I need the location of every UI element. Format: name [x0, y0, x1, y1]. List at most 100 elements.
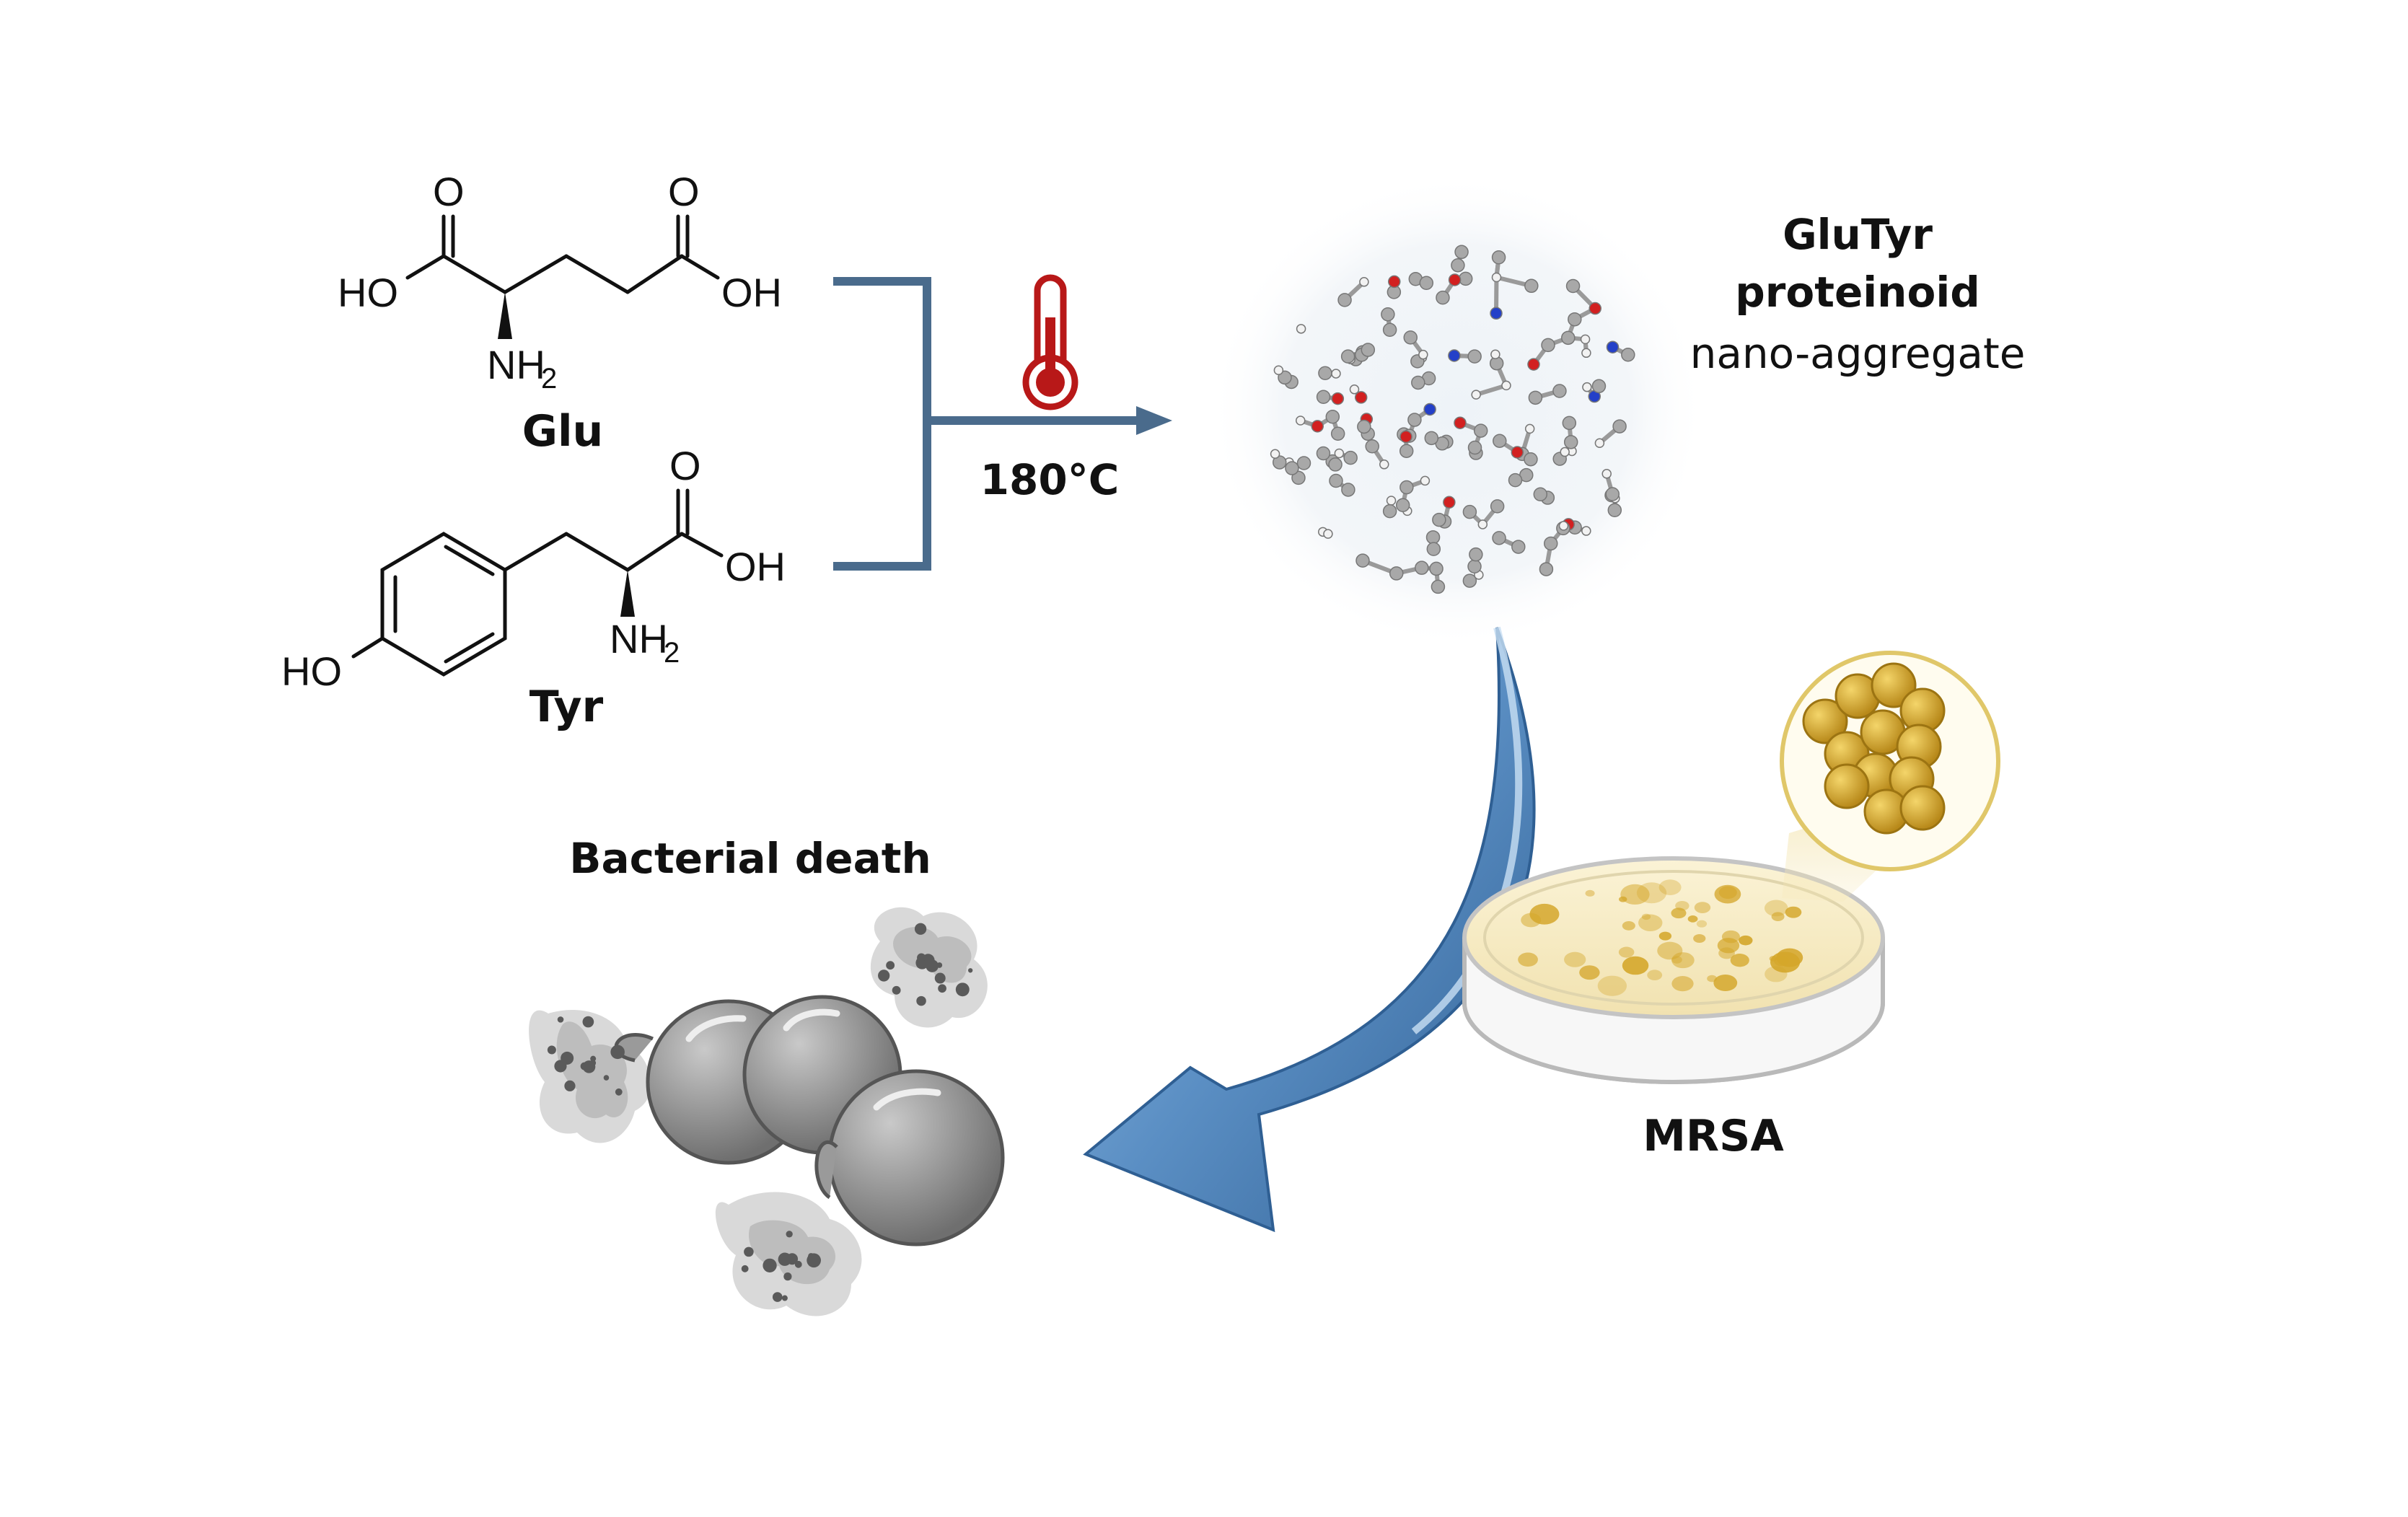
atom: [1473, 423, 1488, 438]
atom: [1415, 560, 1429, 575]
atom: [1389, 566, 1404, 581]
curved-arrow: [1083, 626, 1536, 1233]
debris-dot: [768, 1261, 773, 1267]
atom: [1601, 469, 1612, 479]
atom: [1561, 330, 1576, 346]
atom: [1340, 349, 1355, 364]
atom: [1467, 559, 1482, 573]
colony: [1620, 884, 1650, 905]
glu-ho: HO: [338, 270, 398, 315]
debris-dot: [589, 1060, 597, 1066]
colony: [1618, 946, 1635, 958]
aggregate-halo: [1208, 173, 1706, 649]
debris-dot: [772, 1292, 783, 1302]
debris-dot: [778, 1252, 791, 1266]
atom: [1395, 498, 1410, 513]
atom: [1524, 278, 1539, 294]
debris-dot: [936, 962, 943, 968]
debris-dot: [886, 961, 895, 970]
atom: [1399, 444, 1414, 458]
colony: [1564, 951, 1586, 967]
atom: [1541, 338, 1555, 353]
atom: [1382, 504, 1397, 519]
atom: [1325, 410, 1340, 424]
colony: [1771, 912, 1785, 921]
atom: [1291, 470, 1306, 485]
coccus: [1824, 763, 1870, 809]
colony: [1622, 956, 1649, 975]
atom: [1349, 384, 1360, 395]
atom: [1493, 434, 1507, 448]
colony: [1739, 935, 1753, 946]
atom: [1524, 423, 1535, 434]
atom: [1448, 273, 1462, 286]
tyr-o: O: [669, 443, 701, 488]
colony: [1696, 920, 1708, 928]
debris-dot: [566, 1057, 572, 1064]
debris-dot: [580, 1062, 589, 1070]
debris-dot: [916, 995, 926, 1006]
debris-dot: [564, 1080, 576, 1091]
atom: [1582, 382, 1592, 392]
atom: [1490, 349, 1500, 359]
debris-dot: [783, 1272, 792, 1281]
temperature-label: 180°C: [980, 455, 1120, 504]
glu-o-right: O: [668, 169, 700, 214]
colony: [1671, 976, 1694, 992]
debris-dot: [934, 972, 946, 984]
atom: [1420, 475, 1431, 486]
atom: [1359, 277, 1369, 287]
reaction-bracket: [833, 277, 1140, 571]
colony: [1671, 907, 1687, 919]
atom: [1543, 536, 1558, 551]
mrsa-label: MRSA: [1643, 1111, 1784, 1161]
colony: [1647, 969, 1663, 981]
atom: [1296, 456, 1311, 470]
colony: [1619, 896, 1627, 902]
colony: [1694, 902, 1711, 913]
atom: [1323, 529, 1333, 539]
atom: [1411, 375, 1425, 390]
atom: [1501, 380, 1511, 391]
atom: [1471, 390, 1481, 400]
colony: [1687, 915, 1698, 923]
atom: [1418, 349, 1428, 360]
atom: [1379, 460, 1389, 470]
atom: [1443, 496, 1456, 509]
atom: [1565, 278, 1581, 294]
atom: [1334, 448, 1345, 459]
atom: [1568, 312, 1582, 327]
atom: [1426, 542, 1441, 556]
atom: [1528, 390, 1543, 405]
colony: [1770, 951, 1801, 973]
colony: [1765, 966, 1788, 982]
debris-dot: [938, 984, 946, 993]
atom: [1477, 519, 1488, 529]
atom: [1328, 457, 1343, 472]
atom: [1562, 415, 1577, 431]
atom: [1492, 531, 1506, 545]
atom: [1285, 461, 1299, 475]
reaction-arrowhead: [1136, 406, 1172, 435]
atom: [1386, 496, 1397, 506]
tyr-nh-sub: 2: [664, 637, 680, 669]
colony: [1636, 882, 1667, 904]
atom: [1278, 370, 1292, 385]
atom: [1365, 439, 1379, 454]
atom: [1581, 526, 1591, 536]
colony: [1657, 941, 1683, 960]
debris-dot: [610, 1045, 625, 1060]
colony: [1718, 947, 1735, 959]
debris-dot: [917, 953, 926, 962]
tyr-nh: NH: [610, 616, 668, 661]
atom: [1552, 384, 1567, 398]
glu-oh: OH: [721, 270, 782, 315]
atom: [1560, 447, 1570, 457]
atom: [1429, 561, 1444, 576]
bacterial-death-label: Bacterial death: [569, 834, 931, 883]
glu-nh-sub: 2: [541, 363, 557, 395]
atom: [1331, 392, 1345, 405]
colony: [1785, 906, 1802, 918]
atom: [1296, 324, 1306, 334]
